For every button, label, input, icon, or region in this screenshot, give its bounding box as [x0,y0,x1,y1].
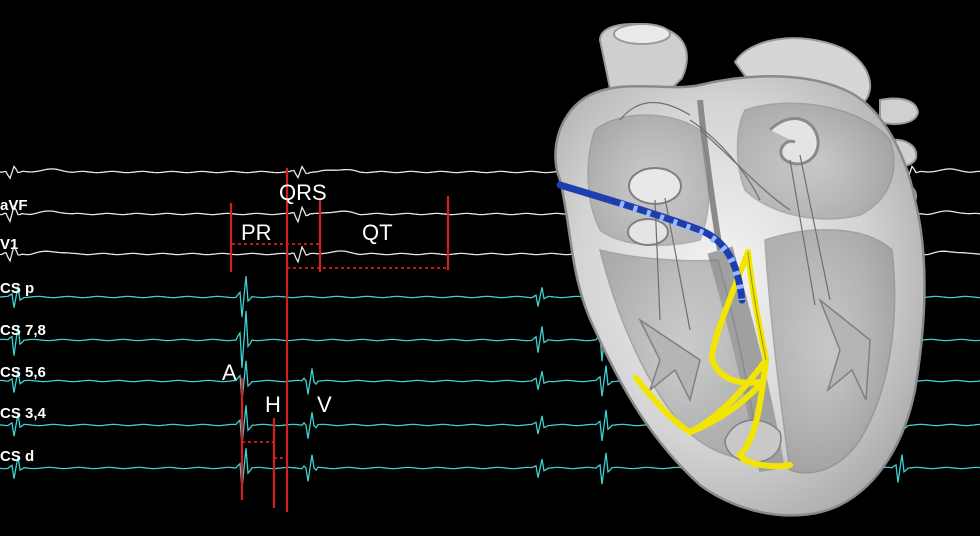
heart-illustration [554,23,926,517]
lead-label-cs-78: CS 7,8 [0,322,46,339]
lead-label-cs-d: CS d [0,448,34,465]
papillary-muscle-lv [818,297,871,401]
pulmonary-vein-1 [879,97,920,125]
lead-label-cs-34: CS 3,4 [0,405,47,422]
lead-label-cs-p: CS p [0,280,34,297]
pr-label: PR [241,220,272,245]
conduction-system [633,249,793,470]
lead-labels: aVF V1 CS p CS 7,8 CS 5,6 CS 3,4 CS d [0,197,47,465]
qt-label: QT [362,220,393,245]
lead-label-avf: aVF [0,197,28,214]
tricuspid-valve [628,167,682,205]
conduction-system-outline [747,251,767,361]
his-bundle-path [745,249,769,363]
aorta-opening [613,23,671,45]
qrs-label: QRS [279,180,327,205]
lead-label-v1: V1 [0,236,18,253]
catheter-shaft [556,181,746,304]
chordae-tendineae [619,101,831,331]
purkinje-loop [687,382,763,435]
v-wave-label: V [317,392,332,417]
h-wave-label: H [265,392,281,417]
lead-label-cs-56: CS 5,6 [0,364,46,381]
left-bundle-branch [709,249,763,386]
interval-markers [229,168,450,512]
ecg-traces [0,165,980,489]
papillary-muscle-rv [638,317,701,403]
a-wave-label: A [222,360,237,385]
cs-catheter [556,181,746,304]
coronary-sinus-ostium [627,218,669,246]
catheter-electrodes [618,200,746,301]
right-bundle-fibers [737,357,793,470]
left-ventricle-chamber [764,229,896,474]
annotations: QRS PR QT A H V [222,180,393,417]
mitral-valve [768,117,820,166]
